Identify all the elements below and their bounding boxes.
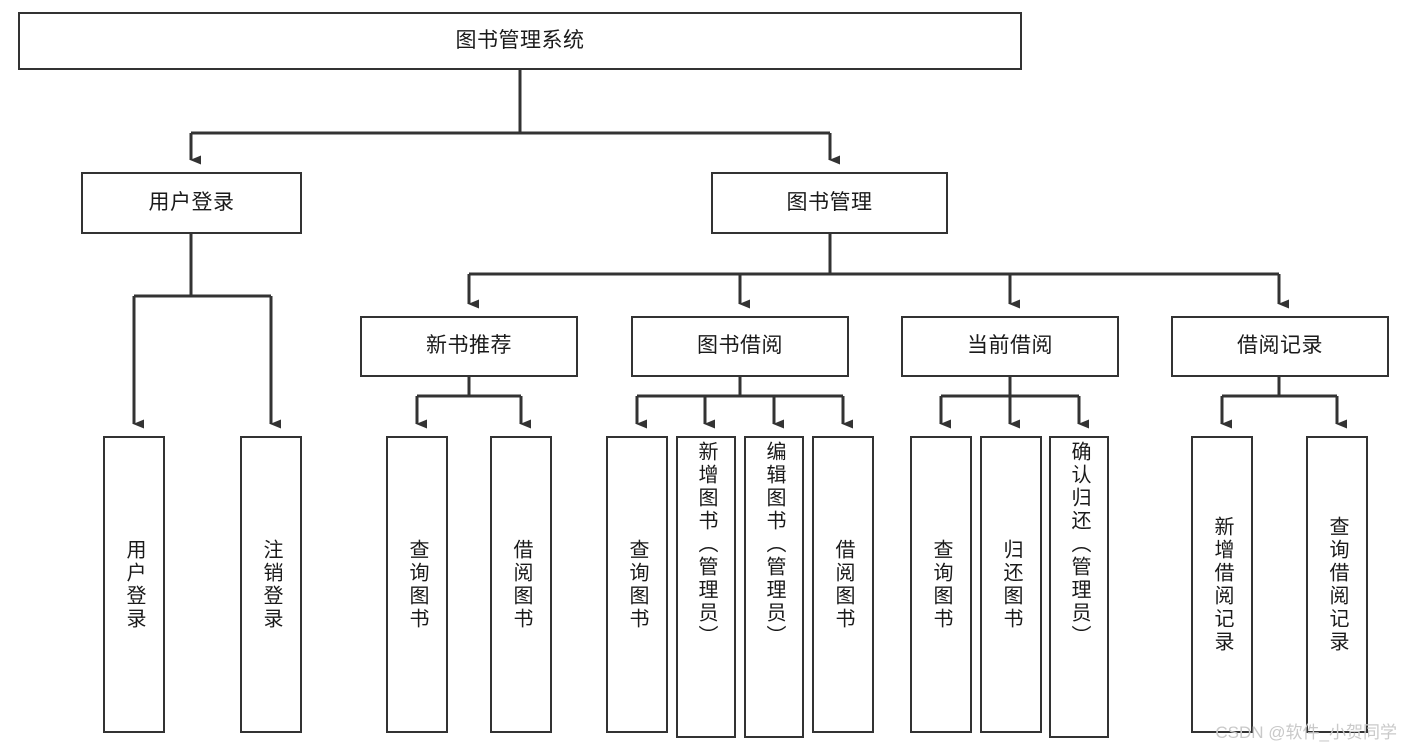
node-leaf-query-book-3-label: 查询图书 — [930, 538, 952, 631]
node-leaf-add-book[interactable]: 新增图书（管理员） — [676, 436, 736, 738]
node-borrow-record-label: 借阅记录 — [1237, 334, 1323, 358]
node-leaf-return-book-label: 归还图书 — [1000, 538, 1022, 631]
node-leaf-logout[interactable]: 注销登录 — [240, 436, 302, 733]
node-leaf-query-record-label: 查询借阅记录 — [1326, 515, 1348, 654]
node-current-borrow[interactable]: 当前借阅 — [901, 316, 1119, 377]
node-new-book-recommend-label: 新书推荐 — [426, 334, 512, 358]
node-leaf-confirm-return-label: 确认归还（管理员） — [1068, 441, 1090, 648]
node-leaf-query-book-1-label: 查询图书 — [406, 538, 428, 631]
node-book-management-label: 图书管理 — [786, 190, 873, 214]
node-root-label: 图书管理系统 — [455, 28, 585, 52]
node-leaf-borrow-book-2-label: 借阅图书 — [832, 538, 854, 631]
node-leaf-edit-book-label: 编辑图书（管理员） — [763, 441, 785, 648]
node-user-login-label: 用户登录 — [148, 190, 235, 214]
node-leaf-user-login-label: 用户登录 — [123, 538, 145, 631]
node-leaf-borrow-book-1-label: 借阅图书 — [510, 538, 532, 631]
node-leaf-add-record[interactable]: 新增借阅记录 — [1191, 436, 1253, 733]
node-user-login[interactable]: 用户登录 — [81, 172, 302, 234]
node-leaf-confirm-return[interactable]: 确认归还（管理员） — [1049, 436, 1109, 738]
node-new-book-recommend[interactable]: 新书推荐 — [360, 316, 578, 377]
node-leaf-add-record-label: 新增借阅记录 — [1211, 515, 1233, 654]
node-root[interactable]: 图书管理系统 — [18, 12, 1022, 70]
node-leaf-add-book-label: 新增图书（管理员） — [695, 441, 717, 648]
node-leaf-query-book-2-label: 查询图书 — [626, 538, 648, 631]
watermark-text: CSDN @软件_小贺同学 — [1215, 723, 1397, 742]
node-leaf-query-record[interactable]: 查询借阅记录 — [1306, 436, 1368, 733]
node-book-borrow-label: 图书借阅 — [697, 334, 783, 358]
node-leaf-borrow-book-2[interactable]: 借阅图书 — [812, 436, 874, 733]
node-book-borrow[interactable]: 图书借阅 — [631, 316, 849, 377]
node-book-management[interactable]: 图书管理 — [711, 172, 948, 234]
node-leaf-logout-label: 注销登录 — [260, 538, 282, 631]
node-leaf-query-book-3[interactable]: 查询图书 — [910, 436, 972, 733]
node-leaf-query-book-1[interactable]: 查询图书 — [386, 436, 448, 733]
node-leaf-borrow-book-1[interactable]: 借阅图书 — [490, 436, 552, 733]
node-current-borrow-label: 当前借阅 — [967, 334, 1053, 358]
node-leaf-return-book[interactable]: 归还图书 — [980, 436, 1042, 733]
node-borrow-record[interactable]: 借阅记录 — [1171, 316, 1389, 377]
node-leaf-edit-book[interactable]: 编辑图书（管理员） — [744, 436, 804, 738]
node-leaf-query-book-2[interactable]: 查询图书 — [606, 436, 668, 733]
node-leaf-user-login[interactable]: 用户登录 — [103, 436, 165, 733]
